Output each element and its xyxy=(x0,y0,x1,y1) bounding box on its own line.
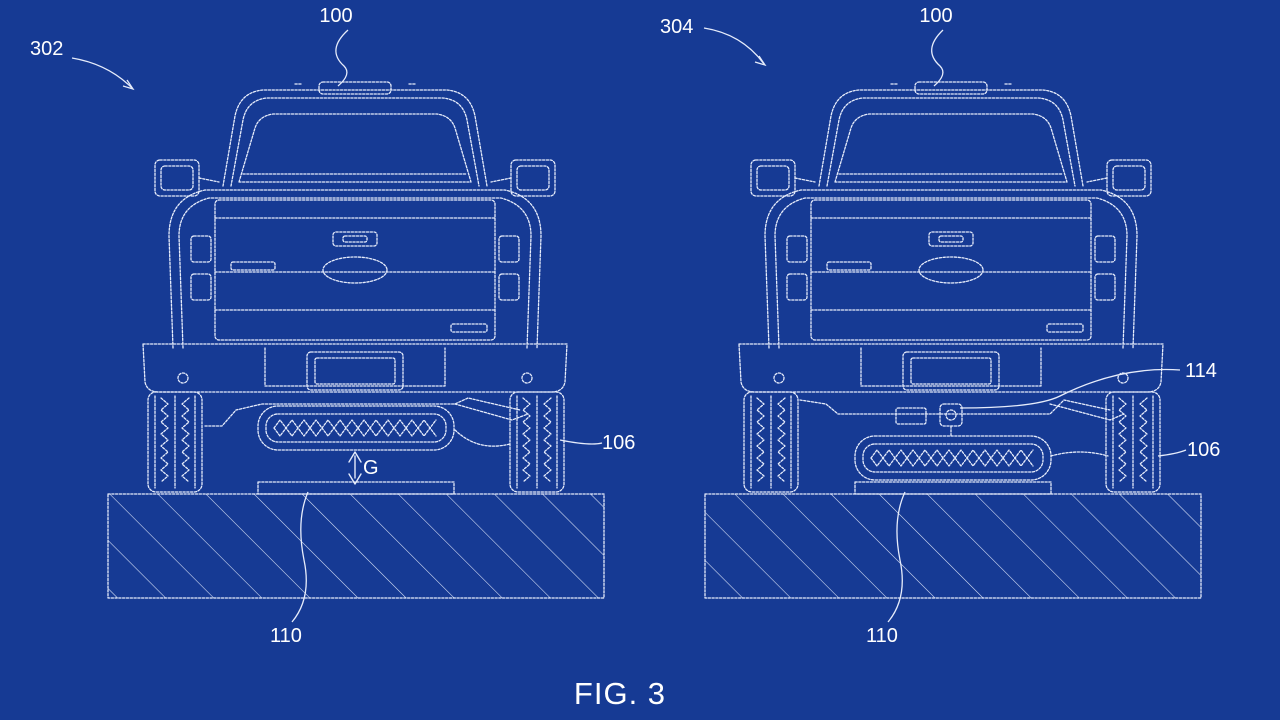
figure-title: FIG. 3 xyxy=(574,676,666,711)
pad-110 xyxy=(854,481,1052,495)
hitch-ref-label: 114 xyxy=(1185,360,1217,382)
view-302: G 100 302 106 110 xyxy=(30,5,635,647)
tire-ref-label: 106 xyxy=(1187,439,1220,461)
pad-ref-label: 110 xyxy=(866,625,898,647)
view-ref-label: 304 xyxy=(660,16,693,38)
ground-block xyxy=(704,493,1202,599)
pad-ref-label: 110 xyxy=(270,625,302,647)
tire-ref-label: 106 xyxy=(602,432,635,454)
gap-label: G xyxy=(363,457,379,479)
hitch-114 xyxy=(939,403,963,427)
rear-tire-right xyxy=(509,391,565,493)
pad-110 xyxy=(257,481,455,495)
rear-tire-left xyxy=(147,391,203,493)
rear-tire-right xyxy=(1105,391,1161,493)
spare-tire-lowered xyxy=(854,435,1052,481)
ground-block xyxy=(107,493,605,599)
view-ref-label: 302 xyxy=(30,38,63,60)
vehicle-ref-label: 100 xyxy=(919,5,952,27)
view-304: 100 304 114 106 110 xyxy=(660,5,1220,647)
rear-tire-left xyxy=(743,391,799,493)
spare-tire-stowed xyxy=(257,405,455,451)
gap-dimension-arrow xyxy=(348,451,362,485)
vehicle-ref-label: 100 xyxy=(319,5,352,27)
